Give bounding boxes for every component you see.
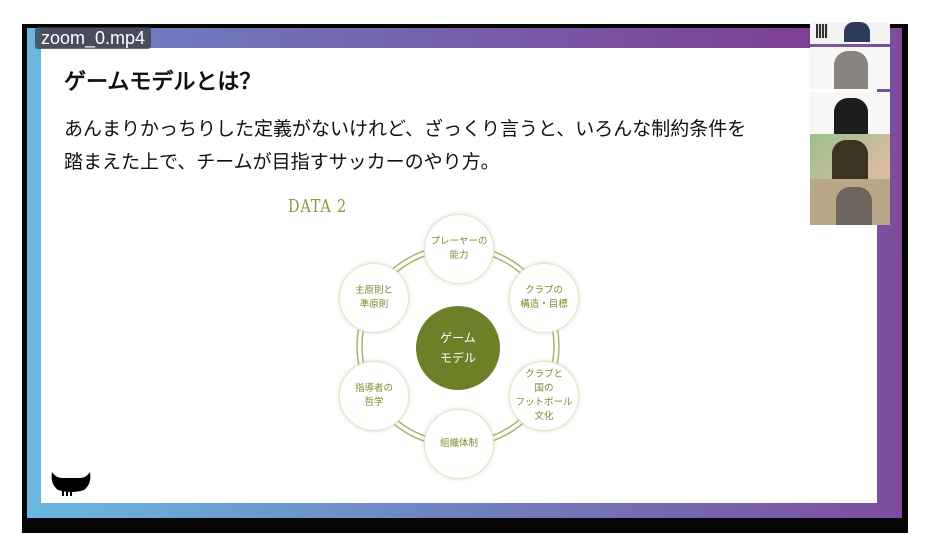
diagram-node-label: 国の — [534, 383, 554, 394]
diagram-node: プレーヤーの能力 — [424, 214, 494, 284]
diagram-node-label: プレーヤーの — [430, 236, 488, 247]
diagram-node: クラブの構造・目標 — [509, 263, 579, 333]
diagram-node-label: 能力 — [449, 250, 469, 261]
diagram-node: 主原則と準原則 — [339, 263, 409, 333]
participant-avatar — [834, 51, 868, 89]
participant-avatar — [834, 98, 868, 134]
slide-body-line: あんまりかっちりした定義がないけれど、ざっくり言うと、いろんな制約条件を — [64, 118, 747, 140]
center-line: モデル — [439, 351, 476, 365]
diagram-node-label: 主原則と — [354, 285, 393, 296]
diagram-node: 指導者の哲学 — [339, 361, 409, 431]
slide-top-bar — [41, 28, 811, 48]
video-filename: zoom_0.mp4 — [35, 27, 152, 49]
diagram-node: 組織体制 — [424, 409, 494, 479]
diagram-node-label: 準原則 — [359, 299, 389, 310]
logo-icon — [51, 472, 91, 496]
diagram-node-label: 哲学 — [364, 397, 384, 408]
diagram-node-label: 文化 — [534, 411, 554, 422]
center-line: ゲーム — [440, 331, 476, 345]
diagram-node: クラブと国のフットボール文化 — [509, 361, 579, 431]
diagram-node-label: クラブの — [524, 285, 563, 296]
participant-avatar — [844, 22, 870, 42]
figure-label: DATA 2 — [288, 196, 347, 217]
diagram-node-label: クラブと — [524, 369, 563, 380]
slide-body: あんまりかっちりした定義がないけれど、ざっくり言うと、いろんな制約条件を 踏まえ… — [64, 113, 814, 179]
diagram-node-label: 指導者の — [354, 383, 393, 394]
participant-avatar — [836, 187, 872, 225]
participant-video[interactable] — [810, 47, 890, 89]
diagram-center-node: ゲームモデル — [416, 306, 500, 390]
participant-video[interactable] — [810, 22, 890, 44]
qr-code-icon — [816, 24, 828, 38]
participant-video[interactable] — [810, 134, 890, 179]
diagram-node-label: 構造・目標 — [520, 299, 568, 310]
diagram-node-label: 組織体制 — [439, 438, 478, 449]
slide-title: ゲームモデルとは？ — [64, 70, 262, 95]
participant-video[interactable] — [810, 179, 890, 225]
diagram-node-label: フットボール — [515, 397, 573, 408]
slide-body-line: 踏まえた上で、チームが目指すサッカーのやり方。 — [64, 151, 500, 173]
participant-avatar — [832, 140, 868, 179]
participant-video[interactable] — [810, 92, 890, 134]
